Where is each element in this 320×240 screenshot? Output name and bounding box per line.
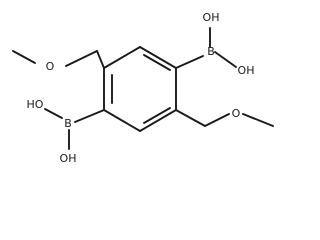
bond-o-ch3-left <box>12 50 36 64</box>
bond-b-oh-left-a <box>44 108 63 119</box>
oh-top-b-label: OH <box>238 64 255 77</box>
bond-ring-b-left <box>74 109 105 123</box>
bond-ring-ch2-left <box>96 50 105 69</box>
o-left-ether-label: O <box>46 60 55 73</box>
ring-bond-c5-c6 <box>103 109 141 132</box>
bond-ring-b-top <box>175 55 204 69</box>
b-top-label: B <box>207 45 215 58</box>
ring-double-bond-bottom <box>143 107 171 124</box>
chemical-structure: O B OH OH B HO OH O <box>12 11 274 165</box>
bond-ring-ch2-right <box>175 109 206 127</box>
bond-ch2-o-left <box>65 50 98 67</box>
ring-bond-c1-c2 <box>103 46 141 69</box>
right-methoxymethyl-group: O <box>175 107 274 127</box>
top-boronic-acid-group: B OH OH <box>175 11 255 77</box>
left-boronic-acid-group: B HO OH <box>27 98 105 165</box>
o-right-ether-label: O <box>232 107 241 120</box>
ho-left-a-label: HO <box>27 98 44 111</box>
ring-bond-c2-c3 <box>139 46 177 69</box>
bond-o-ch3-right <box>242 113 274 127</box>
left-methoxymethyl-group: O <box>12 50 105 73</box>
bond-b-oh-top-b <box>214 51 237 68</box>
oh-top-a-label: OH <box>203 11 220 24</box>
bond-ch2-o-right <box>204 113 230 127</box>
b-left-label: B <box>64 117 72 130</box>
ring-double-bond-top <box>143 54 171 71</box>
benzene-ring <box>103 46 177 132</box>
ring-bond-c4-c5 <box>139 109 177 132</box>
oh-left-b-label: OH <box>60 152 77 165</box>
